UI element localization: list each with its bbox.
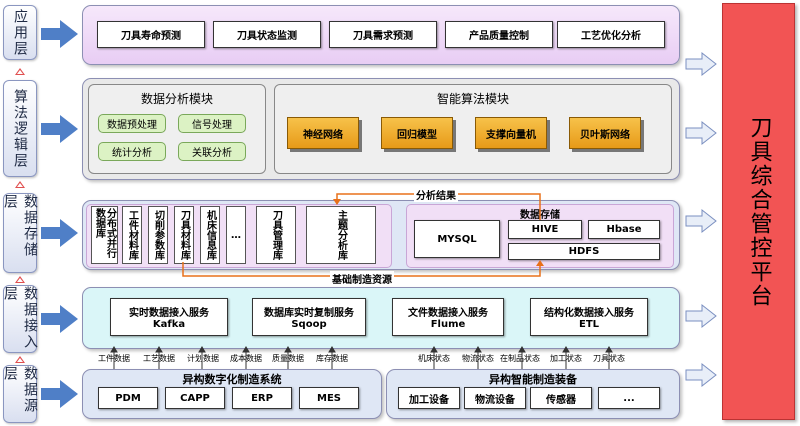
source-item-capp: CAPP [165,387,225,409]
source-right-title: 异构智能制造装备 [489,373,577,386]
base-resource-label: 基础制造资源 [330,271,394,286]
access-service-file-name: 文件数据接入服务 [408,308,488,319]
analysis-item-signal: 信号处理 [178,114,246,133]
analysis-item-statistics: 统计分析 [98,142,166,161]
analysis-item-correlation: 关联分析 [178,142,246,161]
analysis-result-arrowhead [333,199,341,205]
access-service-dbcopy-name: 数据库实时复制服务 [264,308,354,319]
source-label-plan: 计划数据 [187,354,219,363]
storage-hive: HIVE [508,220,582,239]
access-service-realtime: 实时数据接入服务 Kafka [110,298,228,336]
layer-label-access: 数据接入层 [2,285,38,353]
platform-arrow-access [685,303,717,329]
layer-up-arrow [15,356,25,363]
access-service-dbcopy-tool: Sqoop [291,319,327,330]
platform-arrow-storage [685,208,717,234]
storage-db-distributed: 分布式并行数据库 [91,206,118,264]
source-item-sensor: 传感器 [530,387,592,409]
layer-label-algorithm: 算法逻辑层 [3,80,37,177]
layer-up-arrow [15,181,25,188]
source-left-title: 异构数字化制造系统 [182,373,282,386]
analysis-item-preprocess: 数据预处理 [98,114,166,133]
platform-title: 刀具综合管控平台 [746,115,772,308]
layer-label-application: 应用层 [3,5,37,60]
algo-item-svm: 支撑向量机 [475,117,547,149]
source-item-machining: 加工设备 [398,387,460,409]
layer-label-source: 数据源层 [2,365,38,423]
platform-box: 刀具综合管控平台 [722,3,795,420]
algo-item-regression: 回归模型 [381,117,453,149]
app-item-tool-demand: 刀具需求预测 [329,21,437,48]
storage-db-cutting: 切削参数库 [148,206,168,264]
storage-db-topic: 主题分析库 [306,206,376,264]
app-item-quality: 产品质量控制 [445,21,553,48]
platform-arrow-algorithm [685,120,717,146]
access-service-file: 文件数据接入服务 Flume [392,298,504,336]
storage-db-tool-manage: 刀具管理库 [256,206,296,264]
source-item-logistics: 物流设备 [464,387,526,409]
app-item-process: 工艺优化分析 [557,21,665,48]
analysis-result-label: 分析结果 [414,187,458,202]
layer-label-storage: 数据存储层 [2,193,38,273]
data-analysis-title: 数据分析模块 [140,92,213,106]
storage-db-workpiece: 工件材料库 [122,206,142,264]
access-service-structured-name: 结构化数据接入服务 [544,308,634,319]
base-resource-arrowhead [536,260,544,266]
access-service-realtime-name: 实时数据接入服务 [129,308,209,319]
source-item-more: ... [598,387,660,409]
smart-algo-title: 智能算法模块 [436,92,509,106]
layer-up-arrow [15,68,25,75]
source-item-erp: ERP [232,387,292,409]
source-label-wip: 在制品状态 [500,354,540,363]
platform-arrow-source [685,362,717,388]
platform-arrow-application [685,51,717,77]
access-service-realtime-tool: Kafka [152,319,186,330]
storage-hbase: Hbase [588,220,660,239]
storage-hdfs: HDFS [508,243,660,260]
source-item-pdm: PDM [98,387,158,409]
app-item-tool-status: 刀具状态监测 [213,21,321,48]
storage-db-tool-material: 刀具材料库 [174,206,194,264]
access-service-structured: 结构化数据接入服务 ETL [530,298,648,336]
access-service-dbcopy: 数据库实时复制服务 Sqoop [252,298,366,336]
storage-db-ellipsis: … [226,206,246,264]
algo-item-bayes: 贝叶斯网络 [569,117,641,149]
layer-up-arrow [15,276,25,283]
storage-db-machine: 机床信息库 [200,206,220,264]
access-service-structured-tool: ETL [578,319,600,330]
algo-item-neural-net: 神经网络 [287,117,359,149]
storage-mysql: MYSQL [414,220,500,258]
app-item-tool-life: 刀具寿命预测 [97,21,205,48]
access-service-file-tool: Flume [430,319,466,330]
source-item-mes: MES [299,387,359,409]
